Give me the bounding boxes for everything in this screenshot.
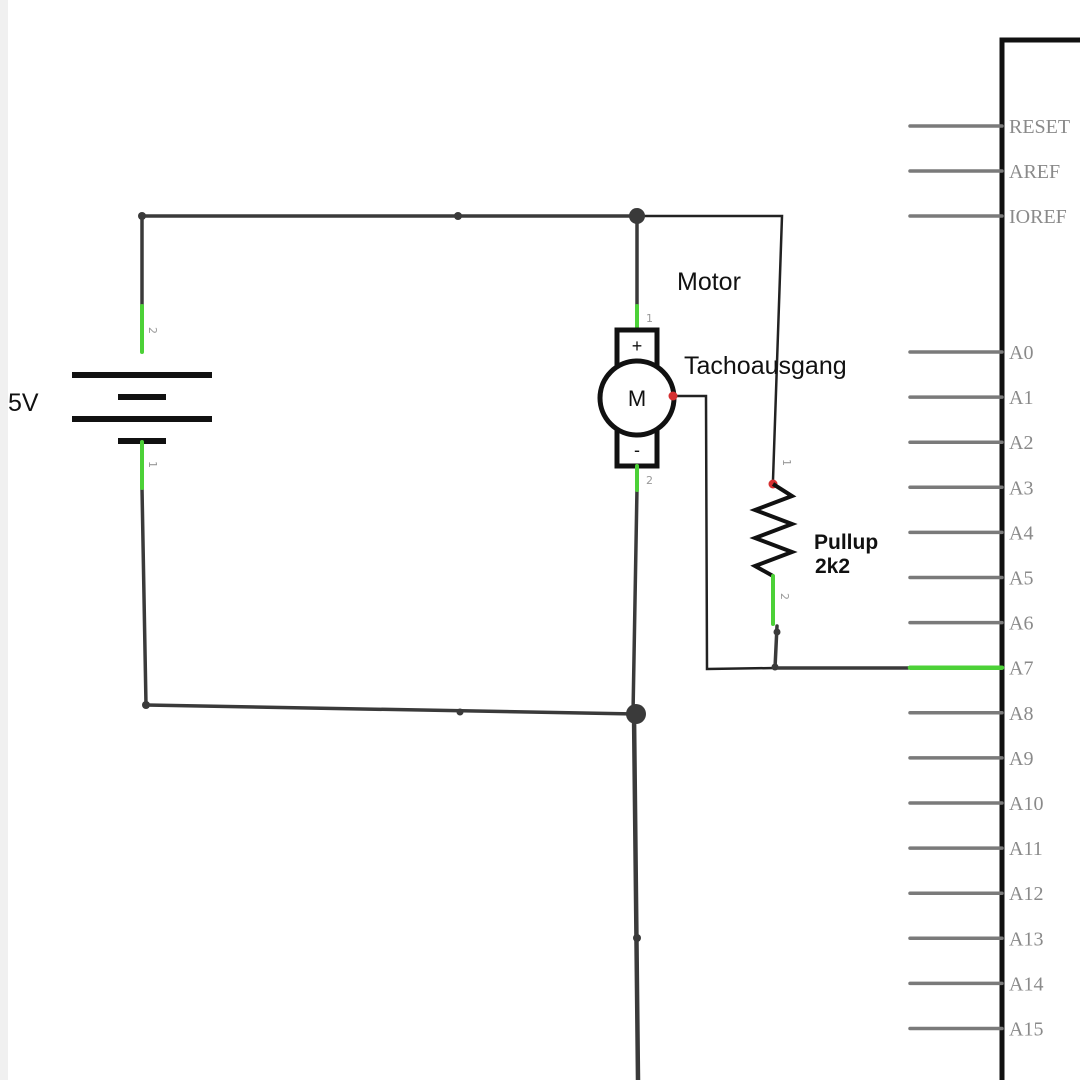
wire-top-to-resistor bbox=[637, 214, 784, 481]
wire-motor-bottom bbox=[631, 486, 639, 716]
header-pin-label-a14: A14 bbox=[1009, 973, 1043, 995]
left-margin-strip bbox=[0, 0, 8, 1080]
battery-voltage-label: 5V bbox=[8, 389, 39, 417]
motor-tacho-pin bbox=[668, 391, 678, 401]
wire-ground-trunk bbox=[631, 711, 641, 1080]
junctions bbox=[138, 208, 781, 942]
wire-resistor-to-a7 bbox=[773, 624, 910, 670]
arduino-header-pins: RESET AREF IOREF A0A1A2A3A4A5A6A7A8A9A10A11… bbox=[907, 116, 1070, 1041]
header-pin-label-a15: A15 bbox=[1009, 1019, 1043, 1041]
junction-resistor-bottom bbox=[773, 628, 781, 636]
battery-pin-number-bottom: 1 bbox=[146, 461, 159, 468]
junction-bottom-left bbox=[142, 701, 150, 709]
wire-battery-bottom bbox=[140, 486, 148, 707]
junction-top-mid bbox=[454, 212, 462, 220]
header-pin-label-a11: A11 bbox=[1009, 838, 1043, 860]
battery-symbol: 2 1 5V bbox=[8, 304, 212, 490]
arduino-board: RESET AREF IOREF A0A1A2A3A4A5A6A7A8A9A10A11… bbox=[907, 37, 1080, 1080]
junction-top-motor bbox=[629, 208, 645, 224]
header-pin-label-a2: A2 bbox=[1009, 432, 1033, 454]
header-pin-label-a5: A5 bbox=[1009, 568, 1033, 590]
header-pin-label-a13: A13 bbox=[1009, 928, 1043, 950]
header-pin-label-aref: AREF bbox=[1009, 161, 1060, 183]
junction-bottom-mid bbox=[456, 708, 464, 716]
header-pin-label-a3: A3 bbox=[1009, 477, 1033, 499]
header-pin-label-a10: A10 bbox=[1009, 793, 1043, 815]
motor-pin-number-top: 1 bbox=[646, 312, 653, 325]
battery-pin-number-top: 2 bbox=[146, 327, 159, 334]
wires bbox=[140, 214, 910, 1080]
header-pin-label-a9: A9 bbox=[1009, 748, 1033, 770]
junction-ground-lower bbox=[633, 934, 641, 942]
header-pin-label-a7: A7 bbox=[1009, 658, 1033, 680]
arduino-board-outline bbox=[999, 37, 1080, 1080]
junction-bottom-motor bbox=[626, 704, 646, 724]
header-pin-label-a1: A1 bbox=[1009, 387, 1033, 409]
motor-letter: M bbox=[628, 386, 646, 411]
motor-minus-sign: - bbox=[634, 440, 640, 460]
header-pin-label-reset: RESET bbox=[1009, 116, 1070, 138]
resistor-pin-number-top: 1 bbox=[780, 459, 793, 466]
junction-a7-node bbox=[771, 663, 779, 671]
header-pin-label-a12: A12 bbox=[1009, 883, 1043, 905]
pullup-value-label: 2k2 bbox=[815, 555, 850, 578]
wire-tacho-output bbox=[676, 394, 776, 671]
motor-title-label: Motor bbox=[677, 268, 741, 296]
resistor-pin-number-bottom: 2 bbox=[778, 593, 791, 600]
tacho-output-label: Tachoausgang bbox=[684, 352, 847, 380]
junction-top-left bbox=[138, 212, 146, 220]
motor-pin-number-bottom: 2 bbox=[646, 474, 653, 487]
header-pin-label-ioref: IOREF bbox=[1009, 206, 1067, 228]
pullup-label: Pullup bbox=[814, 531, 878, 554]
header-pin-label-a4: A4 bbox=[1009, 522, 1033, 544]
header-pin-label-a8: A8 bbox=[1009, 703, 1033, 725]
motor-plus-sign: + bbox=[632, 336, 643, 356]
header-pin-label-a6: A6 bbox=[1009, 613, 1033, 635]
wire-bottom-rail bbox=[144, 703, 639, 716]
pullup-resistor: 1 2 Pullup 2k2 bbox=[749, 459, 878, 626]
resistor-zigzag bbox=[749, 482, 798, 578]
header-pin-label-a0: A0 bbox=[1009, 342, 1033, 364]
motor-symbol: M + - 1 2 Motor Tachoausgang bbox=[597, 268, 847, 492]
